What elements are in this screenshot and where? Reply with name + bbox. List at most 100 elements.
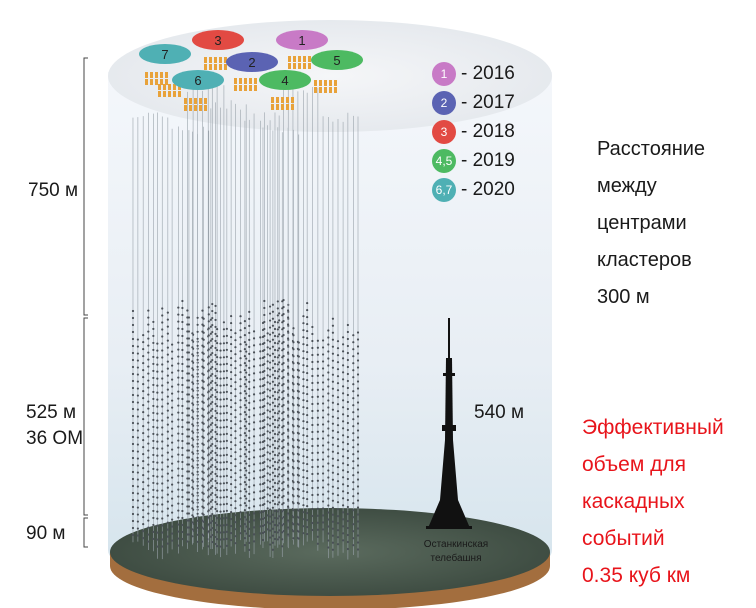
optical-module	[292, 362, 295, 365]
optical-module	[230, 538, 233, 542]
tower-caption-line: телебашня	[430, 553, 482, 564]
optical-module	[214, 535, 217, 539]
optical-module	[187, 463, 191, 466]
optical-module	[276, 433, 279, 436]
optical-module	[131, 330, 135, 334]
optical-module	[142, 481, 145, 484]
optical-module	[261, 433, 265, 437]
optical-module	[273, 411, 277, 415]
optical-module	[302, 350, 305, 353]
optical-module	[278, 347, 281, 350]
optical-module	[186, 393, 189, 396]
module-block	[199, 98, 202, 104]
optical-module	[222, 510, 226, 513]
module-block	[194, 98, 197, 104]
optical-module	[292, 418, 295, 421]
optical-module	[346, 463, 349, 467]
optical-module	[273, 390, 277, 394]
optical-module	[327, 385, 330, 388]
optical-module	[161, 412, 164, 415]
optical-module	[243, 425, 247, 428]
optical-module	[271, 443, 275, 446]
optical-module	[191, 458, 194, 461]
module-block	[293, 63, 296, 69]
optical-module	[196, 512, 199, 515]
optical-module	[171, 357, 174, 360]
optical-module	[271, 541, 275, 544]
optical-module	[276, 426, 279, 429]
optical-module	[278, 382, 281, 385]
optical-module	[191, 514, 194, 517]
optical-module	[142, 425, 145, 428]
optical-module	[266, 381, 269, 384]
module-block	[286, 97, 289, 103]
optical-module	[331, 520, 335, 523]
optical-module	[196, 414, 199, 417]
module-block	[204, 105, 207, 111]
optical-module	[156, 342, 159, 345]
optical-module	[316, 409, 319, 412]
optical-module	[202, 492, 205, 495]
optical-module	[214, 437, 217, 441]
optical-module	[302, 448, 305, 451]
optical-module	[341, 490, 345, 493]
optical-module	[286, 386, 290, 389]
optical-module	[245, 441, 248, 444]
optical-module	[278, 410, 281, 413]
optical-module	[181, 481, 184, 485]
optical-module	[161, 363, 164, 366]
optical-module	[276, 363, 279, 366]
optical-module	[171, 434, 174, 437]
legend-badge: 2	[432, 91, 456, 115]
optical-module	[245, 406, 248, 409]
optical-module	[278, 389, 281, 392]
optical-module	[321, 458, 325, 461]
optical-module	[252, 414, 256, 417]
optical-module	[222, 412, 226, 415]
optical-module	[245, 357, 248, 360]
optical-module	[171, 469, 174, 472]
optical-module	[271, 331, 275, 334]
optical-module	[161, 538, 164, 541]
optical-module	[316, 465, 319, 468]
effective-line: 0.35 куб км	[582, 564, 691, 587]
optical-module	[211, 330, 214, 334]
optical-module	[263, 306, 266, 310]
optical-module	[341, 343, 345, 346]
optical-module	[266, 465, 269, 468]
optical-module	[152, 369, 155, 373]
effective-line: объем для	[582, 453, 686, 476]
optical-module	[171, 525, 174, 528]
optical-module	[186, 386, 189, 389]
optical-module	[187, 519, 191, 522]
optical-module	[230, 475, 233, 479]
optical-module	[131, 519, 135, 523]
optical-module	[276, 503, 279, 506]
optical-module	[222, 398, 226, 401]
optical-module	[278, 473, 281, 476]
optical-module	[222, 433, 226, 436]
optical-module	[152, 446, 155, 450]
optical-module	[292, 467, 295, 470]
optical-module	[207, 404, 210, 407]
optical-module	[202, 506, 205, 509]
optical-module	[302, 497, 305, 500]
optical-module	[147, 470, 150, 473]
module-block	[303, 56, 306, 62]
optical-module	[142, 334, 145, 337]
optical-module	[219, 349, 222, 352]
optical-module	[278, 536, 281, 539]
optical-module	[259, 350, 262, 353]
optical-module	[171, 476, 174, 479]
optical-module	[336, 396, 340, 399]
optical-module	[281, 384, 284, 387]
optical-module	[331, 380, 335, 383]
optical-module	[311, 486, 314, 490]
optical-module	[276, 517, 279, 520]
optical-module	[252, 337, 256, 340]
optical-module	[219, 447, 222, 450]
optical-module	[252, 330, 256, 333]
optical-module	[209, 416, 212, 419]
optical-module	[248, 527, 251, 531]
optical-module	[186, 407, 189, 410]
